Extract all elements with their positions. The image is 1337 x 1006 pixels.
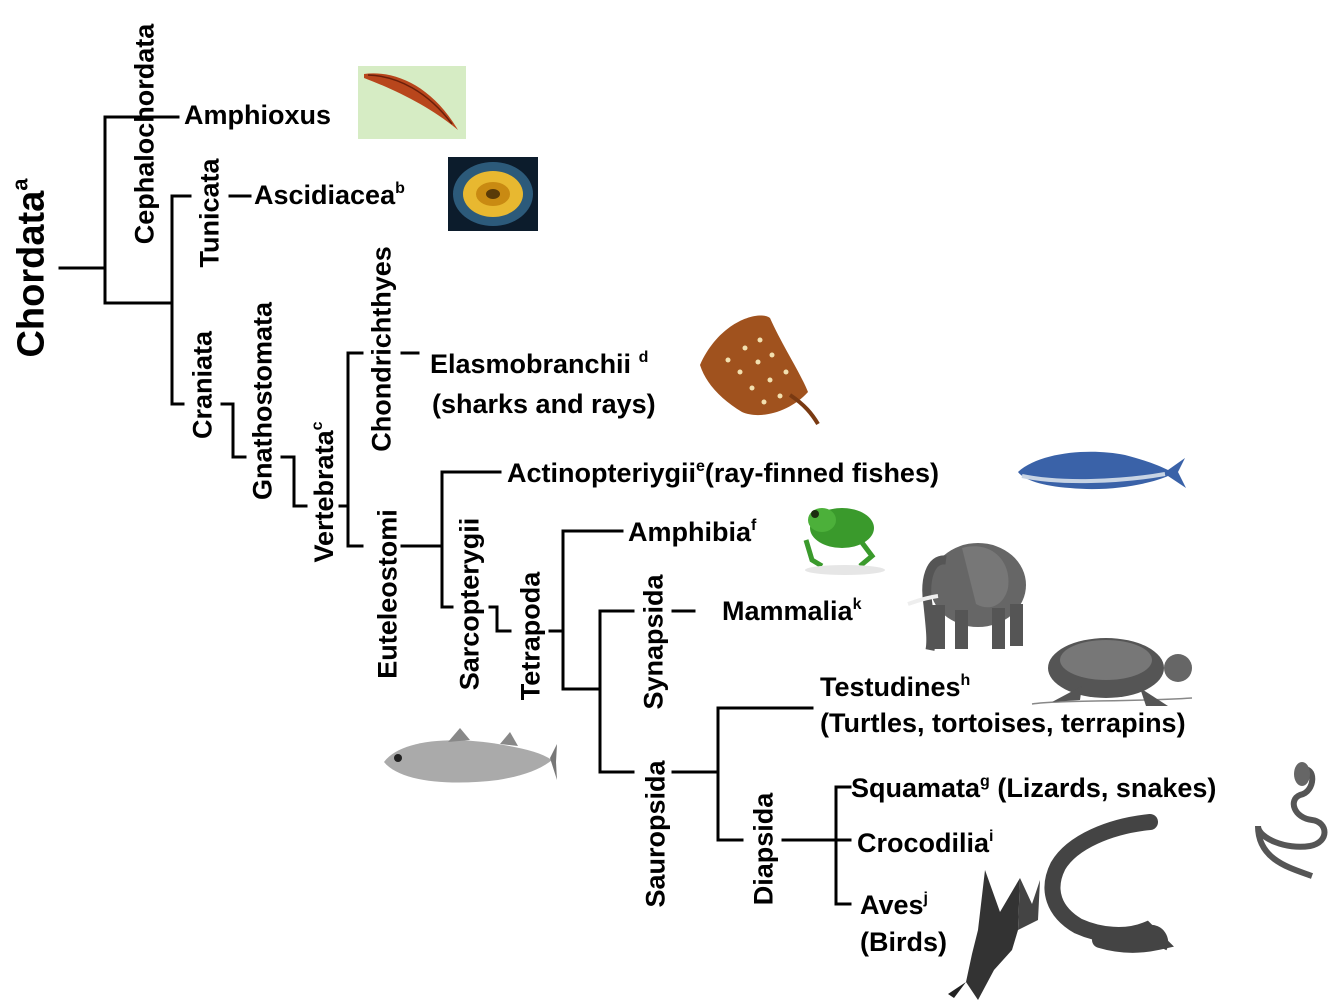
branch-tetrapoda xyxy=(490,607,510,631)
taxon-aves-common: (Birds) xyxy=(860,929,947,956)
aves-text: Aves xyxy=(860,890,924,920)
amphibia-text: Amphibia xyxy=(628,517,751,547)
aves-footnote: j xyxy=(924,890,928,907)
taxon-testudines-common: (Turtles, tortoises, terrapins) xyxy=(820,710,1186,737)
vertebrata-text: Vertebrata xyxy=(309,430,339,562)
tree-branches xyxy=(60,117,850,904)
taxon-squamata: Squamatag (Lizards, snakes) xyxy=(851,774,1216,802)
taxon-actinopterygii: Actinopteriygiie(ray-finned fishes) xyxy=(507,459,939,487)
taxon-amphibia: Amphibiaf xyxy=(628,518,756,546)
sardine-image xyxy=(1018,452,1186,489)
sea-turtle-image xyxy=(1032,638,1192,706)
chordata-text: Chordata xyxy=(11,191,53,358)
elephant-image xyxy=(908,543,1026,650)
root-label-chordata: Chordataa xyxy=(10,178,51,357)
clade-label-gnathostomata: Gnathostomata xyxy=(250,302,277,500)
ascidiacea-footnote: b xyxy=(395,180,405,197)
lancelet-image xyxy=(358,66,466,139)
clade-label-sauropsida: Sauropsida xyxy=(643,760,670,907)
cobra-image xyxy=(1258,762,1325,876)
mammalia-text: Mammalia xyxy=(722,596,853,626)
clade-label-euteleostomi: Euteleostomi xyxy=(375,509,402,679)
actinopterygii-footnote: e xyxy=(696,458,705,475)
clade-label-diapsida: Diapsida xyxy=(751,793,778,906)
elasmobranchii-footnote: d xyxy=(639,349,649,366)
squamata-common: (Lizards, snakes) xyxy=(990,773,1217,803)
eagle-image xyxy=(948,870,1040,1000)
crocodilia-footnote: i xyxy=(989,828,993,845)
taxon-crocodilia: Crocodiliai xyxy=(857,829,993,857)
testudines-footnote: h xyxy=(961,672,971,689)
branch-vertebrata xyxy=(282,457,306,506)
chordata-footnote: a xyxy=(8,178,33,190)
tree-frog-image xyxy=(805,508,885,575)
vertebrata-footnote: c xyxy=(309,422,326,431)
coelacanth-image xyxy=(384,728,557,783)
testudines-text: Testudines xyxy=(820,672,961,702)
crocodile-image xyxy=(1052,822,1163,948)
taxon-amphioxus: Amphioxus xyxy=(184,102,331,129)
actinopterygii-common: (ray-finned fishes) xyxy=(705,458,939,488)
ascidiacea-text: Ascidiacea xyxy=(254,180,395,210)
clade-label-chondrichthyes: Chondrichthyes xyxy=(369,246,396,452)
taxon-ascidiacea: Ascidiaceab xyxy=(254,181,405,209)
crocodilia-text: Crocodilia xyxy=(857,828,989,858)
clade-label-tunicata: Tunicata xyxy=(197,158,224,267)
taxon-elasmobranchii-common: (sharks and rays) xyxy=(432,391,656,418)
taxon-testudines: Testudinesh xyxy=(820,673,970,701)
clade-label-synapsida: Synapsida xyxy=(641,574,668,709)
clade-label-craniata: Craniata xyxy=(190,331,217,439)
sea-squirt-image xyxy=(448,157,538,231)
taxon-aves: Avesj xyxy=(860,891,928,919)
taxon-elasmobranchii: Elasmobranchii d xyxy=(430,350,648,378)
branch-gnathostomata xyxy=(222,404,245,457)
ray-image xyxy=(700,315,818,424)
clade-label-sarcopterygii: Sarcopterygii xyxy=(457,518,484,691)
amphibia-footnote: f xyxy=(751,517,756,534)
clade-label-tetrapoda: Tetrapoda xyxy=(518,572,545,701)
squamata-text: Squamata xyxy=(851,773,980,803)
actinopterygii-text: Actinopteriygii xyxy=(507,458,696,488)
elasmobranchii-text: Elasmobranchii xyxy=(430,349,639,379)
clade-label-cephalochordata: Cephalochordata xyxy=(132,24,159,245)
taxon-mammalia: Mammaliak xyxy=(722,597,861,625)
mammalia-footnote: k xyxy=(853,596,862,613)
clade-label-vertebrata: Vertebratac xyxy=(310,422,338,563)
squamata-footnote: g xyxy=(980,773,990,790)
